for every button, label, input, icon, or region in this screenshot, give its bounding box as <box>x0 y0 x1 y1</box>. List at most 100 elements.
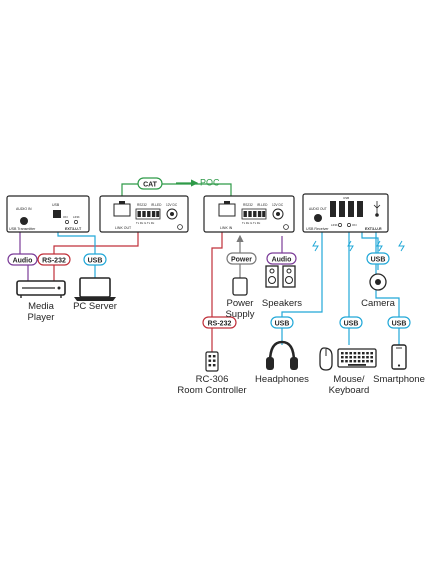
svg-text:Audio: Audio <box>272 256 292 263</box>
rx-terminal-block-icon <box>241 208 267 220</box>
rc306-label-1: RC-306 <box>196 374 229 385</box>
svg-text:USB: USB <box>371 256 386 263</box>
transmitter-model: EXT3-U-T <box>65 227 82 231</box>
rx-terminal-pins-label: Tx Rx G Tx Rx <box>242 221 261 225</box>
keyboard-key <box>362 356 365 359</box>
mouse-keyboard-label-2: Keyboard <box>329 385 370 396</box>
power-supply-label-1: Power <box>227 298 254 309</box>
rx-link-led-icon <box>338 223 342 227</box>
tx-audio-tag: Audio <box>7 253 38 266</box>
keyboard-key <box>349 360 352 363</box>
lightning-icon <box>347 240 354 252</box>
terminal-block-icon <box>135 208 161 220</box>
keyboard-key <box>341 356 344 359</box>
keyboard-key <box>370 356 373 359</box>
rx-usb-label: USB <box>343 196 349 200</box>
keyboard-key <box>370 352 373 355</box>
pc-server-label: PC Server <box>73 301 117 312</box>
on-led-label: ON <box>63 215 68 219</box>
cat-tag: CAT <box>137 177 163 190</box>
usb-camera-tag: USB <box>366 252 390 265</box>
cat-cable <box>121 183 232 198</box>
audio-out-jack-icon <box>314 214 322 222</box>
receiver-left-panel: LINK IN RS232 IR-LED Tx Rx G Tx Rx 12V D… <box>203 195 295 233</box>
tx-rs232-tag: RS-232 <box>37 253 71 266</box>
audio-in-label: AUDIO IN <box>16 207 32 211</box>
mouse-keyboard-icon <box>319 347 377 371</box>
rx-dc-power-label: 12V DC <box>272 203 284 207</box>
keyboard-spacebar <box>348 364 366 366</box>
smartphone-label: Smartphone <box>373 374 425 385</box>
power-supply-label-2: Supply <box>225 309 254 320</box>
rc306-label-2: Room Controller <box>177 385 246 396</box>
speakers-icon <box>265 265 296 288</box>
keyboard-key <box>370 360 373 363</box>
smartphone-icon <box>391 344 407 370</box>
keyboard-key <box>366 356 369 359</box>
keyboard-key <box>357 352 361 355</box>
keyboard-key <box>345 352 348 355</box>
power-supply-icon <box>232 277 248 296</box>
keyboard-key <box>362 352 365 355</box>
media-player-label-2: Player <box>28 312 55 323</box>
keyboard-key <box>353 360 357 363</box>
headphones-label: Headphones <box>255 374 309 385</box>
ground-screw-icon <box>177 224 183 230</box>
rx-rs232-label: RS232 <box>243 203 253 207</box>
receiver-name: USB Receiver <box>306 227 329 231</box>
svg-text:CAT: CAT <box>143 181 158 188</box>
svg-text:USB: USB <box>88 257 103 264</box>
keyboard-key <box>353 356 357 359</box>
rx-rs232-cable <box>211 232 223 352</box>
rx-power-tag: Power <box>226 252 257 265</box>
speakers-label: Speakers <box>262 298 302 309</box>
audio-out-label: AUDIO OUT <box>309 207 327 211</box>
ir-led-label: IR-LED <box>151 203 162 207</box>
lightning-icon <box>398 240 405 252</box>
keyboard-key <box>349 352 352 355</box>
usb-port-label: USB <box>52 203 60 207</box>
lightning-icon <box>376 240 383 252</box>
svg-text:USB: USB <box>392 320 407 327</box>
svg-text:USB: USB <box>344 320 359 327</box>
rx-link-led-label: LINK <box>331 223 338 227</box>
usb-mouse-tag: USB <box>339 316 363 329</box>
camera-icon <box>369 273 387 291</box>
keyboard-key <box>366 360 369 363</box>
rs232-label: RS232 <box>137 203 147 207</box>
receiver-model: EXT3-U-R <box>365 227 382 231</box>
keyboard-key <box>345 360 348 363</box>
terminal-pins-label: Tx Rx G Tx Rx <box>136 221 155 225</box>
keyboard-key <box>349 356 352 359</box>
dc-power-label: 12V DC <box>166 203 178 207</box>
usb-symbol-icon <box>373 201 381 217</box>
headphones-icon <box>266 340 298 370</box>
pc-server-icon <box>74 277 116 301</box>
poc-label: POC <box>200 178 220 188</box>
usb-headphones-tag: USB <box>270 316 294 329</box>
lightning-icon <box>312 240 319 252</box>
usb-smartphone-tag: USB <box>387 316 411 329</box>
rx-ground-screw-icon <box>283 224 289 230</box>
transmitter-name: USB Transmitter <box>9 227 36 231</box>
transmitter-left-panel: AUDIO IN USB ON LINK USB Transmitter EXT… <box>6 195 90 233</box>
rx-on-led-label: ON <box>352 223 357 227</box>
receiver-right-panel: AUDIO OUT USB LINK ON USB Receiver EXT3-… <box>302 193 389 233</box>
camera-label: Camera <box>361 298 396 309</box>
svg-text:USB: USB <box>275 320 290 327</box>
rx-rs232-tag: RS-232 <box>202 316 237 329</box>
rx-ir-led-label: IR-LED <box>257 203 268 207</box>
mouse-keyboard-label-1: Mouse/ <box>333 374 365 385</box>
rx-on-led-icon <box>347 223 351 227</box>
link-led-icon <box>74 220 78 224</box>
link-out-label: LINK OUT <box>115 226 132 230</box>
tx-usb-tag: USB <box>83 253 107 266</box>
rc306-room-controller-icon <box>205 351 219 372</box>
transmitter-right-panel: LINK OUT RS232 IR-LED Tx Rx G Tx Rx 12V … <box>99 195 189 233</box>
link-out-rj45-port-icon <box>113 203 131 217</box>
keyboard-key <box>341 352 344 355</box>
usb-b-port-icon <box>53 210 61 218</box>
media-player-label-1: Media <box>28 301 55 312</box>
tx-usb-cable <box>57 226 96 278</box>
